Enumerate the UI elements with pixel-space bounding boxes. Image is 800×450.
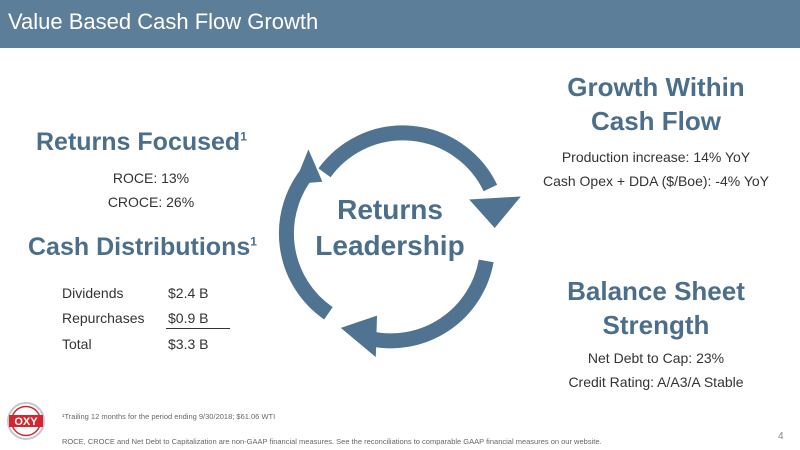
center-label: Returns Leadership <box>310 192 470 264</box>
distribution-label: Total <box>62 336 92 352</box>
center-label-line1: Returns <box>337 194 443 225</box>
distribution-value: $2.4 B <box>168 285 209 301</box>
cash-distributions-footnote-mark: 1 <box>250 234 257 249</box>
cash-distributions-heading: Cash Distributions1 <box>28 233 257 262</box>
cycle-arrowhead-bottom <box>340 315 377 358</box>
returns-focused-heading: Returns Focused1 <box>36 128 247 157</box>
distribution-label: Repurchases <box>62 310 145 326</box>
growth-heading: Growth Within Cash Flow <box>528 70 784 138</box>
distribution-row: Repurchases $0.9 B <box>62 310 232 332</box>
logo-text: OXY <box>14 416 38 428</box>
returns-focused-footnote-mark: 1 <box>240 129 247 144</box>
distribution-value: $0.9 B <box>168 310 209 326</box>
distribution-value: $3.3 B <box>168 336 209 352</box>
cycle-arc-right <box>366 259 494 349</box>
production-line: Production increase: 14% YoY <box>561 149 751 165</box>
center-label-line2: Leadership <box>315 230 465 261</box>
slide-title: Value Based Cash Flow Growth <box>8 9 319 34</box>
croce-line: CROCE: 26% <box>107 194 195 210</box>
roce-line: ROCE: 13% <box>112 170 190 186</box>
balance-heading: Balance Sheet Strength <box>528 274 784 342</box>
growth-heading-line2: Cash Flow <box>590 106 721 136</box>
cycle-arc-top <box>318 125 498 192</box>
opex-line: Cash Opex + DDA ($/Boe): -4% YoY <box>542 173 770 189</box>
total-divider <box>166 328 230 329</box>
cycle-arrowhead-left <box>294 149 323 184</box>
net-debt-line: Net Debt to Cap: 23% <box>587 350 725 366</box>
oxy-logo: OXY <box>7 402 45 440</box>
cycle-arc-left <box>278 165 333 320</box>
page-number: 4 <box>778 431 784 442</box>
credit-rating-line: Credit Rating: A/A3/A Stable <box>568 374 744 390</box>
distribution-row: Total $3.3 B <box>62 336 232 358</box>
cycle-arrowhead-right <box>469 196 521 228</box>
title-bar: Value Based Cash Flow Growth <box>0 0 800 48</box>
footnote-trailing: ¹Trailing 12 months for the period endin… <box>62 412 276 421</box>
footnote-nongaap: ROCE, CROCE and Net Debt to Capitalizati… <box>62 437 602 446</box>
cash-distributions-heading-text: Cash Distributions <box>28 233 251 261</box>
growth-heading-line1: Growth Within <box>567 72 745 102</box>
balance-heading-line1: Balance Sheet <box>567 276 745 306</box>
distribution-label: Dividends <box>62 285 124 301</box>
logo-band <box>9 415 43 427</box>
distribution-row: Dividends $2.4 B <box>62 285 232 307</box>
returns-focused-heading-text: Returns Focused <box>36 128 241 156</box>
balance-heading-line2: Strength <box>602 310 710 340</box>
